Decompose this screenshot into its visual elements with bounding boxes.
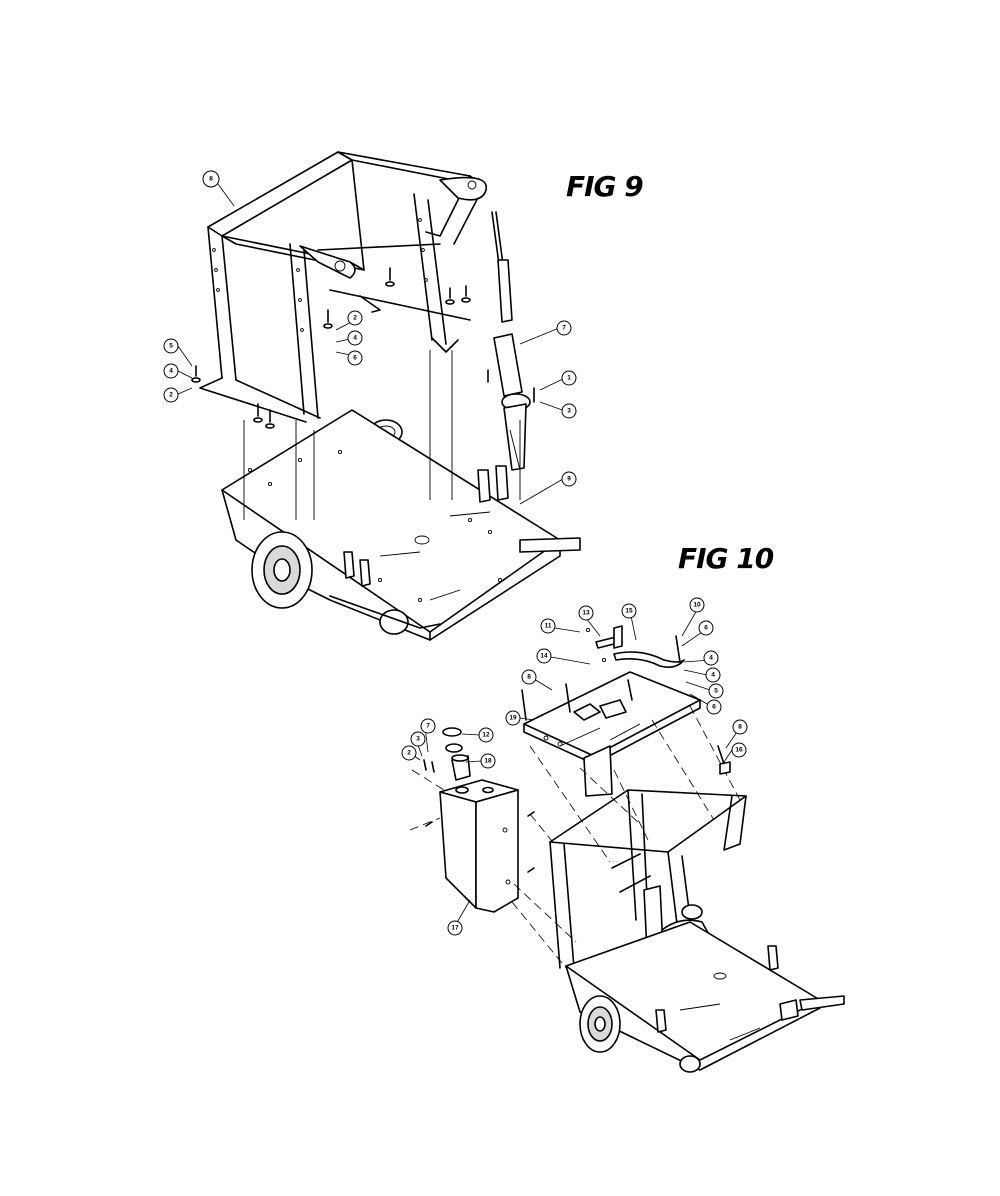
fig10-callout-8b: 8 — [732, 719, 748, 735]
fig9-base-platform — [221, 409, 581, 641]
svg-text:7: 7 — [562, 325, 566, 332]
svg-text:18: 18 — [484, 758, 492, 765]
fig9-callout-9: 9 — [561, 471, 577, 487]
fig10-callout-13: 13 — [578, 605, 594, 621]
svg-text:9: 9 — [567, 476, 571, 483]
svg-text:3: 3 — [567, 408, 571, 415]
fig10-frame — [549, 789, 845, 1073]
svg-text:2: 2 — [169, 392, 173, 399]
fig10-callout-8: 8 — [521, 669, 537, 685]
svg-text:5: 5 — [714, 688, 718, 695]
fig9-callout-3: 3 — [561, 403, 577, 419]
fig10-callout-18: 18 — [480, 753, 496, 769]
svg-text:4: 4 — [709, 655, 713, 662]
fig9-group: FIG 9 — [163, 151, 644, 641]
svg-text:8: 8 — [738, 724, 742, 731]
fig10-callout-10: 10 — [689, 597, 705, 613]
svg-text:4: 4 — [353, 335, 357, 342]
fig10-fasteners — [423, 627, 731, 873]
svg-text:3: 3 — [416, 736, 420, 743]
fig10-filter — [442, 727, 471, 781]
fig9-hydraulic-cylinder — [491, 211, 531, 471]
fig10-callout-5: 5 — [708, 683, 724, 699]
fig10-handle — [595, 625, 623, 649]
fig9-callout-5: 5 — [163, 338, 179, 354]
svg-text:4: 4 — [169, 368, 173, 375]
fig9-callout-7: 7 — [556, 320, 572, 336]
fig10-callout-2: 2 — [401, 745, 417, 761]
svg-text:12: 12 — [482, 732, 490, 739]
svg-text:5: 5 — [169, 343, 173, 350]
fig10-callout-14: 14 — [536, 648, 552, 664]
fig9-upper-frame — [199, 151, 487, 423]
fig9-callout-8: 8 — [202, 170, 220, 188]
svg-text:14: 14 — [540, 653, 548, 660]
fig10-tank — [439, 779, 519, 913]
fig10-callout-15: 15 — [621, 603, 637, 619]
fig10-callout-3: 3 — [410, 731, 426, 747]
fig10-callout-11: 11 — [540, 618, 556, 634]
fig9-callout-2: 2 — [347, 310, 363, 326]
fig10-assembly-lines — [409, 705, 741, 969]
svg-text:6: 6 — [353, 355, 357, 362]
fig9-assembly-lines — [243, 350, 521, 520]
svg-text:7: 7 — [426, 723, 430, 730]
fig9-callout-4: 4 — [347, 330, 363, 346]
fig10-callout-6b: 6 — [706, 699, 722, 715]
fig9-fasteners — [191, 267, 535, 429]
fig10-group: FIG 10 — [401, 542, 845, 1073]
svg-text:6: 6 — [712, 704, 716, 711]
svg-text:13: 13 — [582, 610, 590, 617]
svg-text:10: 10 — [693, 602, 701, 609]
fig10-callout-6: 6 — [698, 620, 714, 636]
svg-text:6: 6 — [704, 625, 708, 632]
fig10-hose — [613, 651, 685, 668]
svg-text:2: 2 — [353, 315, 357, 322]
fig9-title: FIG 9 — [566, 170, 643, 203]
svg-text:4: 4 — [711, 672, 715, 679]
fig10-callout-4b: 4 — [705, 667, 721, 683]
svg-text:19: 19 — [509, 715, 517, 722]
svg-text:11: 11 — [545, 623, 552, 630]
svg-text:17: 17 — [451, 925, 459, 932]
fig10-callout-16: 16 — [731, 742, 747, 758]
svg-text:8: 8 — [209, 176, 213, 183]
fig10-callout-12: 12 — [478, 727, 494, 743]
fig10-callout-19: 19 — [505, 710, 521, 726]
fig9-callout-4b: 4 — [163, 363, 179, 379]
fig9-callout-6: 6 — [347, 350, 363, 366]
svg-text:1: 1 — [567, 375, 571, 382]
svg-text:8: 8 — [527, 674, 531, 681]
svg-text:15: 15 — [625, 608, 633, 615]
fig10-callout-17: 17 — [447, 920, 463, 936]
svg-text:2: 2 — [407, 750, 411, 757]
fig10-control-plate — [523, 671, 701, 797]
fig9-callout-2b: 2 — [163, 387, 179, 403]
fig10-callout-7: 7 — [420, 718, 436, 734]
fig10-title: FIG 10 — [678, 542, 774, 575]
fig9-callout-1: 1 — [561, 370, 577, 386]
fig10-callout-4: 4 — [703, 650, 719, 666]
svg-text:16: 16 — [735, 747, 743, 754]
